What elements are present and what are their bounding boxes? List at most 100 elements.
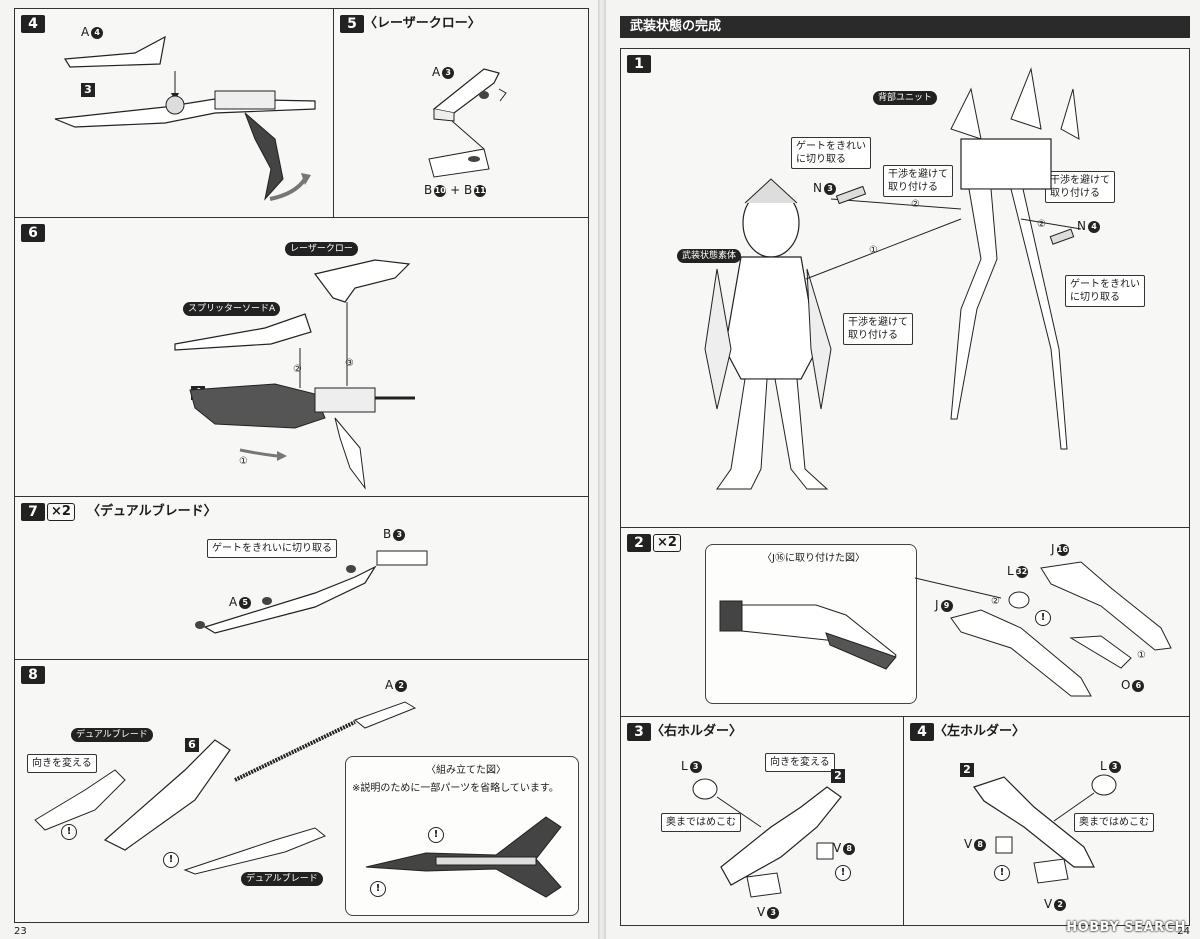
step-title: 〈右ホルダー〉 [651,724,743,739]
arrow-step-2: ② [293,364,302,375]
label-dual-blade-2: デュアルブレード [241,872,323,886]
avoid-note-1: 干渉を避けて 取り付ける [883,165,953,197]
warning-icon: ! [428,827,444,843]
step-6-panel: 6 レーザークロー スプリッターソードA 4 ① ② ③ [14,217,589,497]
arrow-step-2: ② [991,596,1000,607]
warning-icon: ! [370,881,386,897]
warning-icon: ! [994,865,1010,881]
step-title: 〈デュアルブレード〉 [87,504,217,519]
warning-icon: ! [1035,610,1051,626]
arrow-step-1: ① [239,456,248,467]
note-push-in: 奥まではめこむ [1074,813,1154,832]
note-push-in: 奥まではめこむ [661,813,741,832]
label-dual-blade-1: デュアルブレード [71,728,153,742]
inset-title: 〈J⑯に取り付けた図〉 [762,553,865,564]
warning-icon: ! [835,865,851,881]
arrow-step-2: ② [911,199,920,210]
watermark-logo: HOBBY SEARCH [1066,920,1186,935]
book-gutter [598,0,606,939]
holder-parts-illustration [914,561,1172,697]
gate-note: ゲートをきれいに切り取る [207,539,337,558]
step-number: 8 [21,666,45,684]
avoid-note-2: 干渉を避けて 取り付ける [1045,171,1115,203]
arrow-step-2b: ② [1037,219,1046,230]
page-number: 23 [14,926,27,937]
weapon-illustration [54,35,316,201]
arrow-step-1: ① [1137,650,1146,661]
part-big-2: 2 [960,763,974,777]
page-number: 24 [1177,926,1190,937]
note-turn: 向きを変える [765,753,835,772]
step-title: 〈レーザークロー〉 [364,16,481,31]
step-1-panel: 1 背部ユニット 武装状態素体 ゲートをきれい に切り取る 干渉を避けて 取り付… [620,48,1190,528]
final-assembly-illustration [34,701,417,875]
step-number: 1 [627,55,651,73]
label-laser-claw: レーザークロー [285,242,358,256]
dual-blade-illustration [195,550,428,634]
right-page: 武装状態の完成 1 背部ユニット 武装状態素体 ゲートをきれい に切り取る 干渉… [606,0,1200,939]
multiplier-badge: ×2 [47,503,75,521]
left-holder-illustration [973,774,1117,884]
step-number: 6 [21,224,45,242]
step-number: 5 [340,15,364,33]
inset-attached-view: 〈J⑯に取り付けた図〉 [705,544,917,704]
arrow-step-3: ③ [345,358,354,369]
label-splitter-sword: スプリッターソードA [183,302,281,316]
right-holder-illustration [692,778,842,898]
label-back-unit: 背部ユニット [873,91,938,105]
step-number: 2 [627,534,651,552]
arrow-step-1: ① [869,245,878,256]
step-title: 〈左ホルダー〉 [934,724,1026,739]
warning-icon: ! [61,824,77,840]
warning-icon: ! [163,852,179,868]
assembled-blade-illustration [365,816,562,898]
part-big-2: 2 [831,769,845,783]
label-armed-body: 武装状態素体 [677,249,742,263]
part-big-3: 3 [81,83,95,97]
assembly-illustration [174,259,415,490]
inset-title: 〈組み立てた図〉 [426,765,506,776]
inset-note: ※説明のために一部パーツを省略しています。 [352,783,559,794]
step-number: 7 [21,503,45,521]
laser-claw-illustration [428,68,507,178]
gate-note-1: ゲートをきれい に切り取る [791,137,871,169]
inset-assembled-view: 〈組み立てた図〉 ※説明のために一部パーツを省略しています。 ! ! [345,756,579,916]
avoid-note-3: 干渉を避けて 取り付ける [843,313,913,345]
part-big-6: 6 [185,738,199,752]
step-number: 3 [627,723,651,741]
section-banner: 武装状態の完成 [620,16,1190,38]
step-number: 4 [21,15,45,33]
multiplier-badge: ×2 [653,534,681,552]
attached-part-illustration [719,600,897,670]
gate-note-2: ゲートをきれい に切り取る [1065,275,1145,307]
figure-illustration [704,67,1082,490]
step-number: 4 [910,723,934,741]
note-turn: 向きを変える [27,754,97,773]
